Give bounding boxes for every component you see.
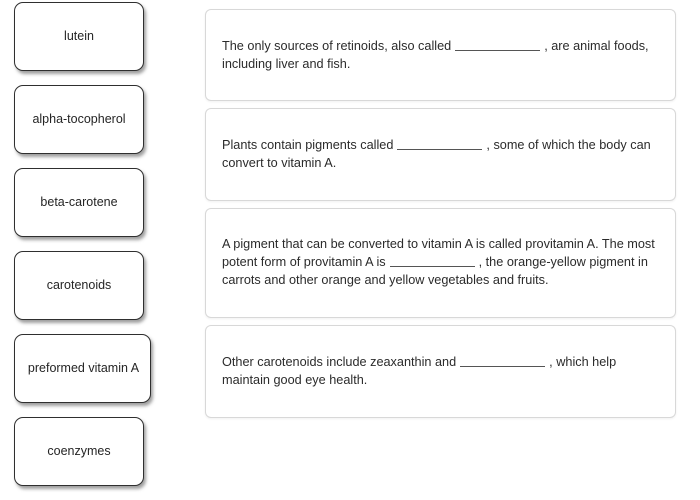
statement-text-part: A pigment that can be converted to vitam… (222, 237, 655, 270)
answer-blank[interactable] (389, 266, 475, 268)
tile-label: preformed vitamin A (26, 361, 141, 376)
draggable-tile-lutein[interactable]: lutein (14, 2, 144, 71)
answer-blank[interactable] (460, 365, 546, 367)
statement-text-part: , some of which the body can convert to … (222, 138, 651, 171)
draggable-tile-preformed-vitamin-a[interactable]: preformed vitamin A (14, 334, 151, 403)
answer-blank[interactable] (455, 49, 541, 51)
statement-text: Other carotenoids include zeaxanthin and… (222, 353, 659, 389)
statement-text-part: The only sources of retinoids, also call… (222, 38, 452, 53)
draggable-tile-carotenoids[interactable]: carotenoids (14, 251, 144, 320)
statement-text: The only sources of retinoids, also call… (222, 37, 659, 73)
tile-label: coenzymes (47, 444, 111, 458)
tile-label: carotenoids (46, 278, 112, 292)
tile-label: lutein (64, 29, 94, 43)
statement-drop-target[interactable]: Other carotenoids include zeaxanthin and… (205, 325, 676, 418)
statement-text-part: , are animal foods, including liver and … (222, 38, 649, 71)
statement-text-part: , the orange-yellow pigment in carrots a… (222, 255, 648, 288)
answer-choice-bank: lutein alpha-tocopherol beta-carotene ca… (14, 2, 164, 500)
draggable-tile-beta-carotene[interactable]: beta-carotene (14, 168, 144, 237)
statement-drop-target[interactable]: Plants contain pigments called, some of … (205, 108, 676, 201)
statement-text: Plants contain pigments called, some of … (222, 136, 659, 172)
statement-list: The only sources of retinoids, also call… (205, 9, 676, 425)
draggable-tile-alpha-tocopherol[interactable]: alpha-tocopherol (14, 85, 144, 154)
statement-drop-target[interactable]: The only sources of retinoids, also call… (205, 9, 676, 102)
draggable-tile-coenzymes[interactable]: coenzymes (14, 417, 144, 486)
statement-drop-target[interactable]: A pigment that can be converted to vitam… (205, 207, 676, 319)
tile-label: alpha-tocopherol (32, 112, 126, 126)
tile-label: beta-carotene (40, 195, 118, 209)
statement-text-part: Other carotenoids include zeaxanthin and (222, 354, 457, 369)
statement-text-part: , which help maintain good eye health. (222, 354, 617, 387)
answer-blank[interactable] (397, 149, 483, 151)
statement-text-part: Plants contain pigments called (222, 138, 394, 153)
statement-text: A pigment that can be converted to vitam… (222, 235, 659, 289)
